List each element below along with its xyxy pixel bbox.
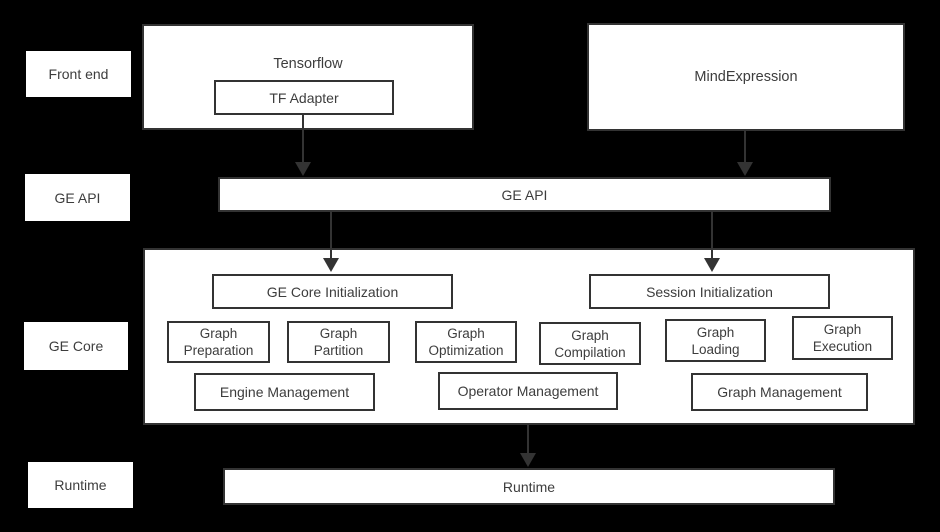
graph-optimization-box: Graph Optimization — [415, 321, 517, 363]
arrow-head-icon — [323, 258, 339, 272]
module-label-line: Graph — [447, 326, 485, 341]
module-label-line: Graph — [696, 324, 735, 340]
ge-core-initialization-box: GE Core Initialization — [212, 274, 453, 309]
tf-adapter-box: TF Adapter — [214, 80, 394, 115]
graph-partition-box: Graph Partition — [287, 321, 390, 363]
arrow-shaft — [527, 425, 529, 455]
module-label-line: Compilation — [554, 344, 626, 360]
layer-label-ge-core: GE Core — [24, 322, 128, 370]
arrow-shaft — [744, 131, 746, 164]
arrow-head-icon — [295, 162, 311, 176]
ge-core-box: GE Core Initialization Session Initializ… — [143, 248, 915, 425]
arrow-geapi-to-session-init — [704, 212, 720, 272]
arrow-shaft — [330, 212, 332, 260]
arrow-gecore-to-runtime — [520, 425, 536, 467]
operator-management-box: Operator Management — [438, 372, 618, 410]
module-label-line: Graph — [199, 326, 238, 341]
graph-preparation-box: Graph Preparation — [167, 321, 270, 363]
graph-loading-box: Graph Loading — [665, 319, 766, 362]
arrow-geapi-to-gecore-init — [323, 212, 339, 272]
session-initialization-box: Session Initialization — [589, 274, 830, 309]
module-label-line: Partition — [313, 343, 364, 358]
mindexpression-box: MindExpression — [587, 23, 905, 131]
graph-execution-box: Graph Execution — [792, 316, 893, 360]
engine-management-box: Engine Management — [194, 373, 375, 411]
ge-api-bar: GE API — [218, 177, 831, 212]
layer-label-ge-api: GE API — [25, 174, 130, 221]
layer-label-front-end: Front end — [26, 51, 131, 97]
tensorflow-box: Tensorflow TF Adapter — [142, 24, 474, 130]
layer-label-runtime: Runtime — [28, 462, 133, 508]
arrow-shaft — [302, 115, 304, 164]
module-label-line: Optimization — [428, 343, 504, 358]
runtime-bar: Runtime — [223, 468, 835, 505]
tensorflow-label: Tensorflow — [273, 56, 343, 72]
graph-compilation-box: Graph Compilation — [539, 322, 641, 365]
module-label-line: Graph — [319, 326, 358, 341]
arrow-head-icon — [737, 162, 753, 176]
module-label-line: Execution — [812, 339, 873, 354]
arrow-shaft — [711, 212, 713, 260]
module-label-line: Loading — [691, 341, 740, 357]
arrow-head-icon — [520, 453, 536, 467]
graph-management-box: Graph Management — [691, 373, 868, 411]
module-label-line: Graph — [823, 322, 862, 337]
module-label-line: Preparation — [183, 343, 254, 358]
arrow-head-icon — [704, 258, 720, 272]
arrow-tfadapter-to-geapi — [295, 115, 311, 176]
arrow-mindexpression-to-geapi — [737, 131, 753, 176]
module-label-line: Graph — [571, 327, 609, 343]
